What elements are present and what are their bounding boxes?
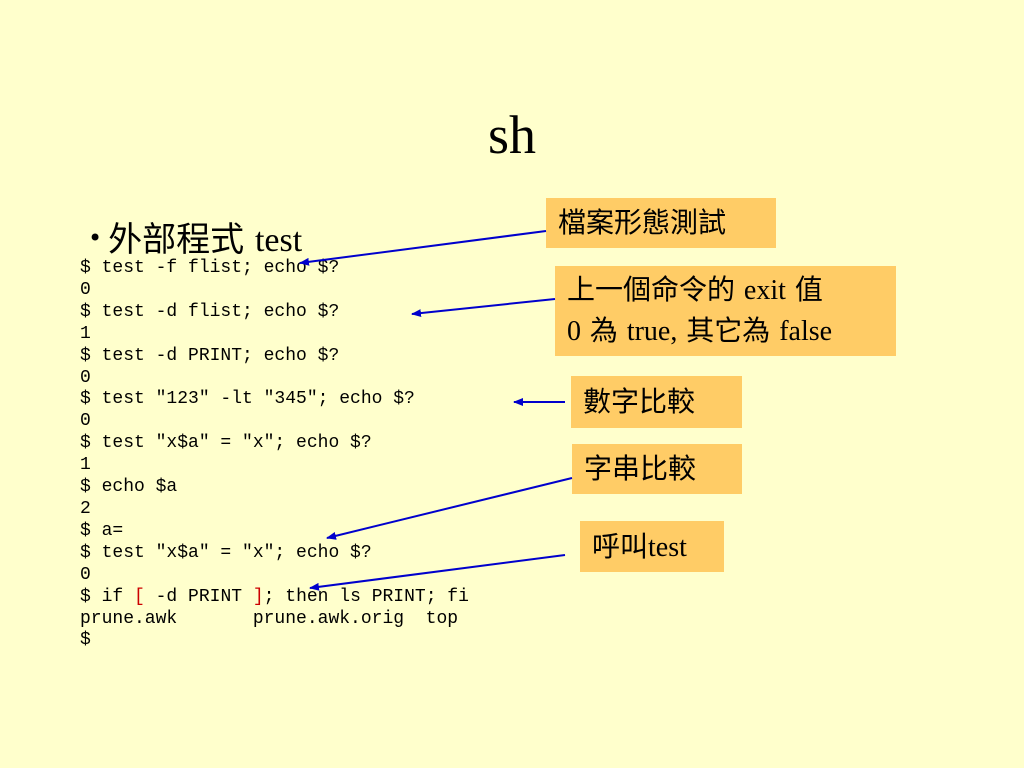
slide-title: sh: [487, 105, 536, 165]
code-line: 2: [80, 498, 91, 519]
code-bracket-open: [: [134, 586, 145, 607]
callout-text: 呼叫: [592, 530, 649, 563]
callout-text: 檔案形態測試: [558, 206, 727, 239]
callout-text: 數字比較: [583, 385, 696, 418]
code-line: $ test -d flist; echo $?: [80, 301, 340, 322]
bullet-cjk-text: 外部程式: [108, 220, 245, 260]
callout-text: 值: [794, 273, 823, 306]
code-line: 0: [80, 367, 91, 388]
code-line: 1: [80, 455, 91, 476]
shell-transcript: $ test -f flist; echo $? 0 $ test -d fli…: [80, 258, 469, 652]
bullet-word-text: test: [254, 222, 303, 259]
code-line: $ echo $a: [80, 477, 178, 498]
callout-text: exit: [743, 275, 786, 306]
callout-string-compare: 字串比較: [572, 444, 742, 494]
code-line: prune.awk prune.awk.orig top: [80, 608, 459, 629]
callout-line-1: 上一個命令的 exit 值: [567, 270, 884, 311]
callout-text: true,: [626, 316, 678, 347]
arrow-call-test: [309, 554, 566, 591]
arrow-file-type: [299, 230, 547, 266]
code-line: $ test -d PRINT; echo $?: [80, 345, 340, 366]
code-line: $ if: [80, 586, 135, 607]
callout-text: false: [779, 316, 833, 347]
code-line: $: [80, 630, 91, 651]
code-bracket-close: ]: [252, 586, 264, 607]
callout-text: 為: [589, 314, 618, 347]
arrow-string: [326, 477, 573, 540]
code-line: 1: [80, 323, 91, 344]
code-line: 0: [80, 564, 91, 585]
callout-text: 0: [567, 316, 581, 347]
code-line: 0: [80, 411, 91, 432]
callout-line-2: 0 為 true, 其它為 false: [567, 311, 884, 352]
callout-numeric-compare: 數字比較: [571, 376, 742, 428]
bullet-dot-icon: •: [88, 224, 103, 252]
code-line: $ test "x$a" = "x"; echo $?: [80, 542, 372, 563]
code-line-part: -d PRINT: [144, 586, 253, 607]
callout-text: 上一個命令的: [567, 273, 736, 306]
bullet-item: •外部程式 test: [88, 212, 302, 261]
callout-call-test: 呼叫test: [580, 521, 724, 572]
code-line: $ test "123" -lt "345"; echo $?: [80, 389, 415, 410]
code-line: 0: [80, 279, 91, 300]
arrow-exit-value: [411, 298, 556, 318]
callout-text: 其它為: [686, 314, 771, 347]
callout-text: 字串比較: [584, 452, 697, 485]
callout-exit-value: 上一個命令的 exit 值 0 為 true, 其它為 false: [555, 266, 896, 356]
code-line-part: ; then ls PRINT; fi: [263, 586, 469, 607]
code-line: $ a=: [80, 520, 124, 541]
callout-text: test: [648, 532, 687, 563]
callout-file-type-test: 檔案形態測試: [546, 198, 776, 248]
code-line: $ test -f flist; echo $?: [80, 258, 340, 278]
code-line: $ test "x$a" = "x"; echo $?: [80, 433, 372, 454]
